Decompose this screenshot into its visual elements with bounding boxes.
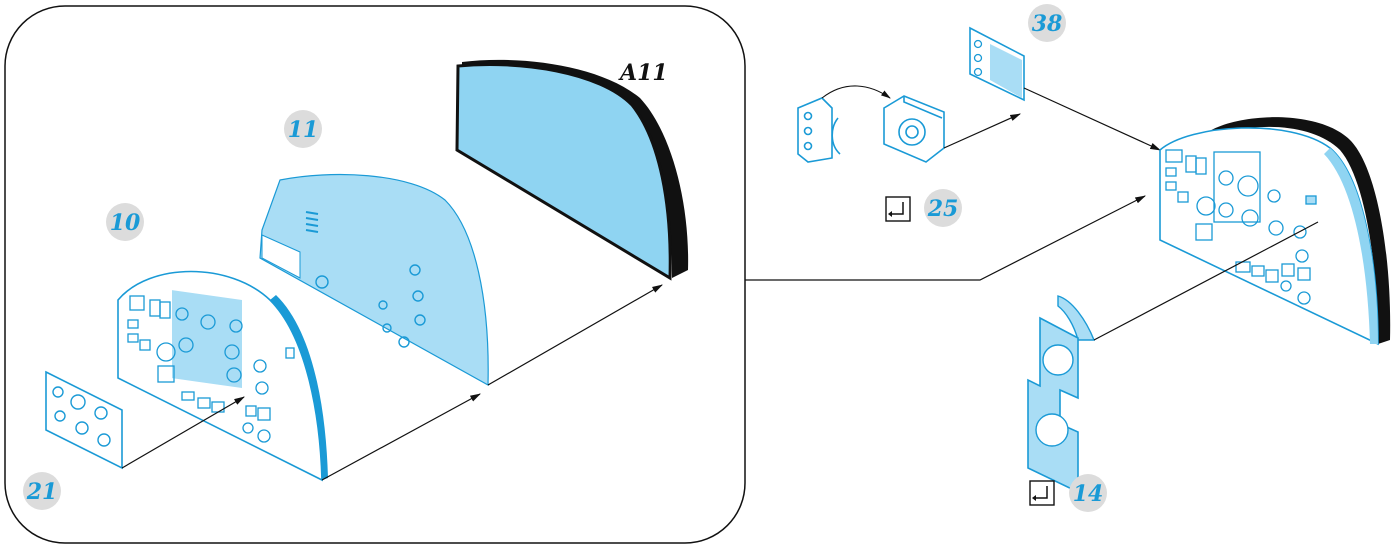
part-a11-panel — [455, 59, 689, 281]
assembly-arrows — [121, 284, 663, 481]
bracket-part — [797, 85, 891, 163]
badge-part-14: 14 — [1069, 474, 1107, 512]
arrow-38-to-panel — [1023, 87, 1161, 151]
badge-part-38: 38 — [1028, 4, 1066, 42]
detail-box — [4, 5, 746, 544]
badge-part-25: 25 — [924, 189, 962, 227]
gauge-box-part — [883, 95, 945, 163]
part-11-decal — [259, 173, 489, 387]
svg-text:25: 25 — [927, 196, 959, 222]
svg-text:14: 14 — [1073, 481, 1104, 507]
bend-symbol-icon — [885, 196, 911, 222]
assembled-panel — [1159, 117, 1391, 346]
svg-text:38: 38 — [1032, 11, 1063, 37]
part-38-plate — [969, 26, 1025, 102]
svg-text:21: 21 — [26, 479, 58, 505]
part-21-plate — [45, 370, 123, 470]
connector-line — [745, 195, 1146, 281]
label-a11: A11 — [618, 60, 668, 86]
bend-symbol-icon — [1029, 480, 1055, 506]
badge-part-10: 10 — [106, 203, 144, 241]
svg-text:11: 11 — [288, 117, 319, 143]
badge-part-21: 21 — [23, 472, 61, 510]
svg-text:10: 10 — [110, 210, 141, 236]
arrow-to-38 — [943, 113, 1021, 149]
part-10-instrument-panel — [117, 270, 328, 482]
lower-bracket-part — [1027, 295, 1096, 494]
badge-part-11: 11 — [284, 110, 322, 148]
arrow-14-to-panel — [1093, 221, 1319, 341]
